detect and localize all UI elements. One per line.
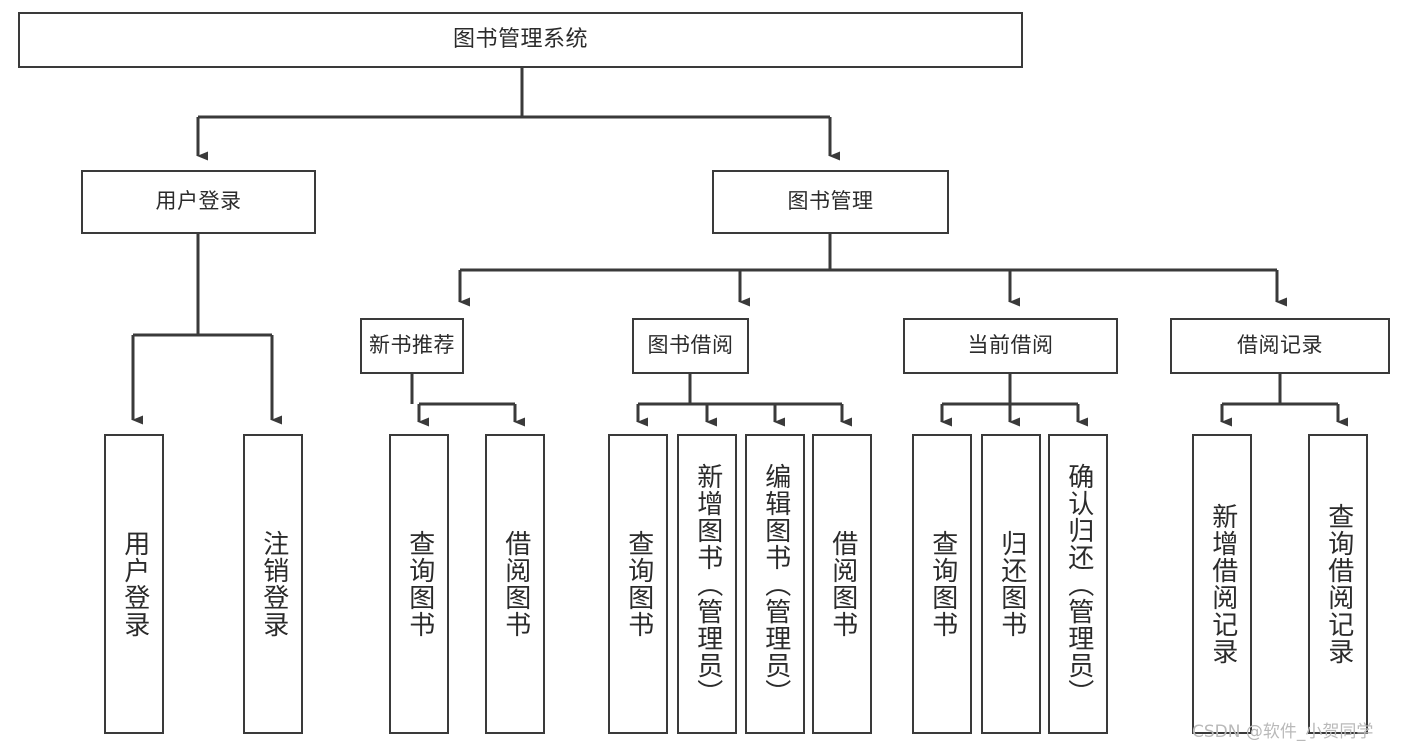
node-label: 新书推荐 [369,333,455,358]
node-label: 借阅图书 [827,530,858,638]
leaf-query-book-new-recommend[interactable]: 查询图书 [389,434,449,734]
leaf-user-logout[interactable]: 注销登录 [243,434,303,734]
leaf-edit-book[interactable]: 编辑图书（管理员） [745,434,805,734]
node-new-book-recommend[interactable]: 新书推荐 [360,318,464,374]
node-label: 确认归还（管理员） [1063,462,1094,706]
leaf-add-book[interactable]: 新增图书（管理员） [677,434,737,734]
node-label: 用户登录 [119,530,150,638]
leaf-user-login[interactable]: 用户登录 [104,434,164,734]
leaf-query-book-current[interactable]: 查询图书 [912,434,972,734]
node-current-borrow[interactable]: 当前借阅 [903,318,1118,374]
node-label: 图书借阅 [647,333,734,358]
leaf-confirm-return[interactable]: 确认归还（管理员） [1048,434,1108,734]
node-book-management[interactable]: 图书管理 [712,170,949,234]
node-label: 编辑图书（管理员） [760,462,791,706]
leaf-borrow-book-new-recommend[interactable]: 借阅图书 [485,434,545,734]
node-label: 查询图书 [927,530,958,638]
leaf-add-borrow-record[interactable]: 新增借阅记录 [1192,434,1252,734]
leaf-borrow-book[interactable]: 借阅图书 [812,434,872,734]
leaf-return-book[interactable]: 归还图书 [981,434,1041,734]
node-label: 查询借阅记录 [1323,503,1354,665]
node-label: 查询图书 [404,530,435,638]
node-label: 图书管理 [787,189,874,214]
node-label: 图书管理系统 [452,26,588,52]
watermark: CSDN @软件_小贺同学 [1192,722,1374,742]
node-label: 新增图书（管理员） [692,462,723,706]
node-label: 注销登录 [258,530,289,638]
node-label: 新增借阅记录 [1207,503,1238,665]
leaf-query-borrow-record[interactable]: 查询借阅记录 [1308,434,1368,734]
node-borrow-record[interactable]: 借阅记录 [1170,318,1390,374]
node-label: 查询图书 [623,530,654,638]
node-label: 借阅图书 [500,530,531,638]
node-book-borrow[interactable]: 图书借阅 [632,318,749,374]
node-label: 借阅记录 [1237,333,1323,358]
leaf-query-book-borrow[interactable]: 查询图书 [608,434,668,734]
node-label: 当前借阅 [967,333,1054,358]
node-root-book-management-system[interactable]: 图书管理系统 [18,12,1023,68]
node-label: 用户登录 [155,189,242,214]
node-label: 归还图书 [996,530,1027,638]
node-user-login[interactable]: 用户登录 [81,170,316,234]
